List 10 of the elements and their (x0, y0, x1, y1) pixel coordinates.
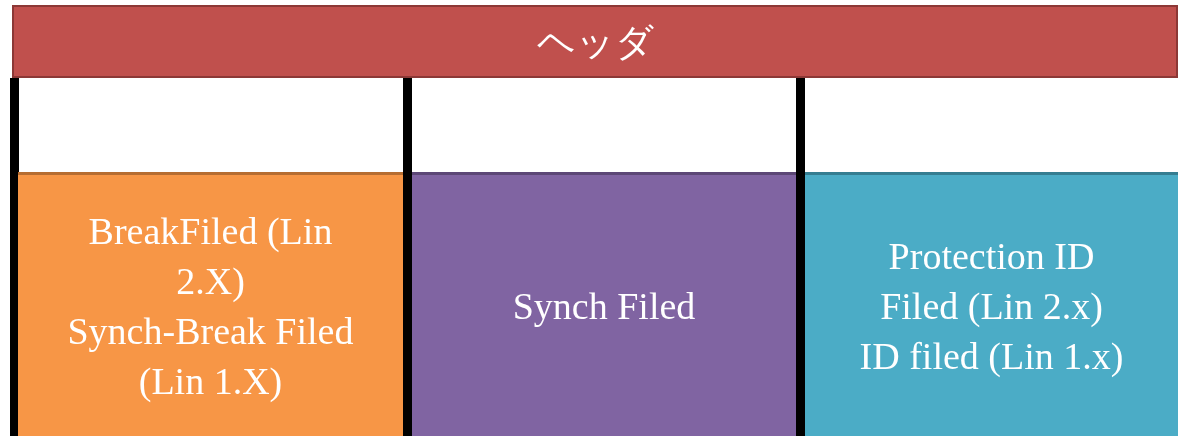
field-label: BreakFiled (Lin 2.X) (87, 208, 334, 304)
header-text: ヘッダ (536, 19, 654, 65)
field-label: Synch-Break Filed (Lin 1.X) (66, 308, 355, 404)
field-label: ID filed (Lin 1.x) (858, 333, 1125, 379)
field-label: Protection ID Filed (Lin 2.x) (879, 233, 1104, 329)
header-band (12, 5, 1178, 78)
field-block (18, 172, 403, 436)
field-block (805, 172, 1178, 436)
field-block (412, 172, 796, 436)
field-label: Synch Filed (512, 283, 696, 329)
